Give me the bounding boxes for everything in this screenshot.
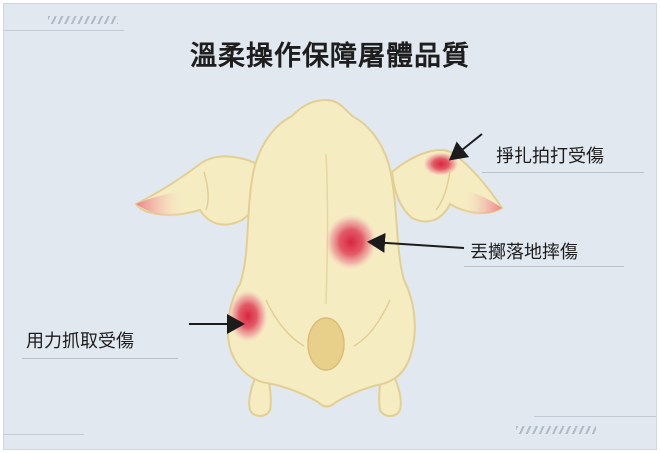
wing-injury-label: 掙扎拍打受傷 — [496, 142, 604, 168]
cavity-opening — [308, 318, 344, 370]
thigh-label-underline — [22, 358, 178, 359]
thigh-bruise — [228, 290, 268, 342]
diagram-frame: 溫柔操作保障屠體品質 — [3, 3, 657, 450]
wing-label-underline — [482, 172, 644, 173]
wing-arrow — [452, 134, 482, 158]
back-label-underline — [464, 266, 624, 267]
back-injury-label: 丟擲落地摔傷 — [470, 238, 578, 264]
back-bruise — [325, 214, 377, 270]
right-wing — [392, 150, 502, 221]
thigh-injury-label: 用力抓取受傷 — [26, 327, 134, 353]
chicken-carcass-illustration — [4, 4, 657, 450]
